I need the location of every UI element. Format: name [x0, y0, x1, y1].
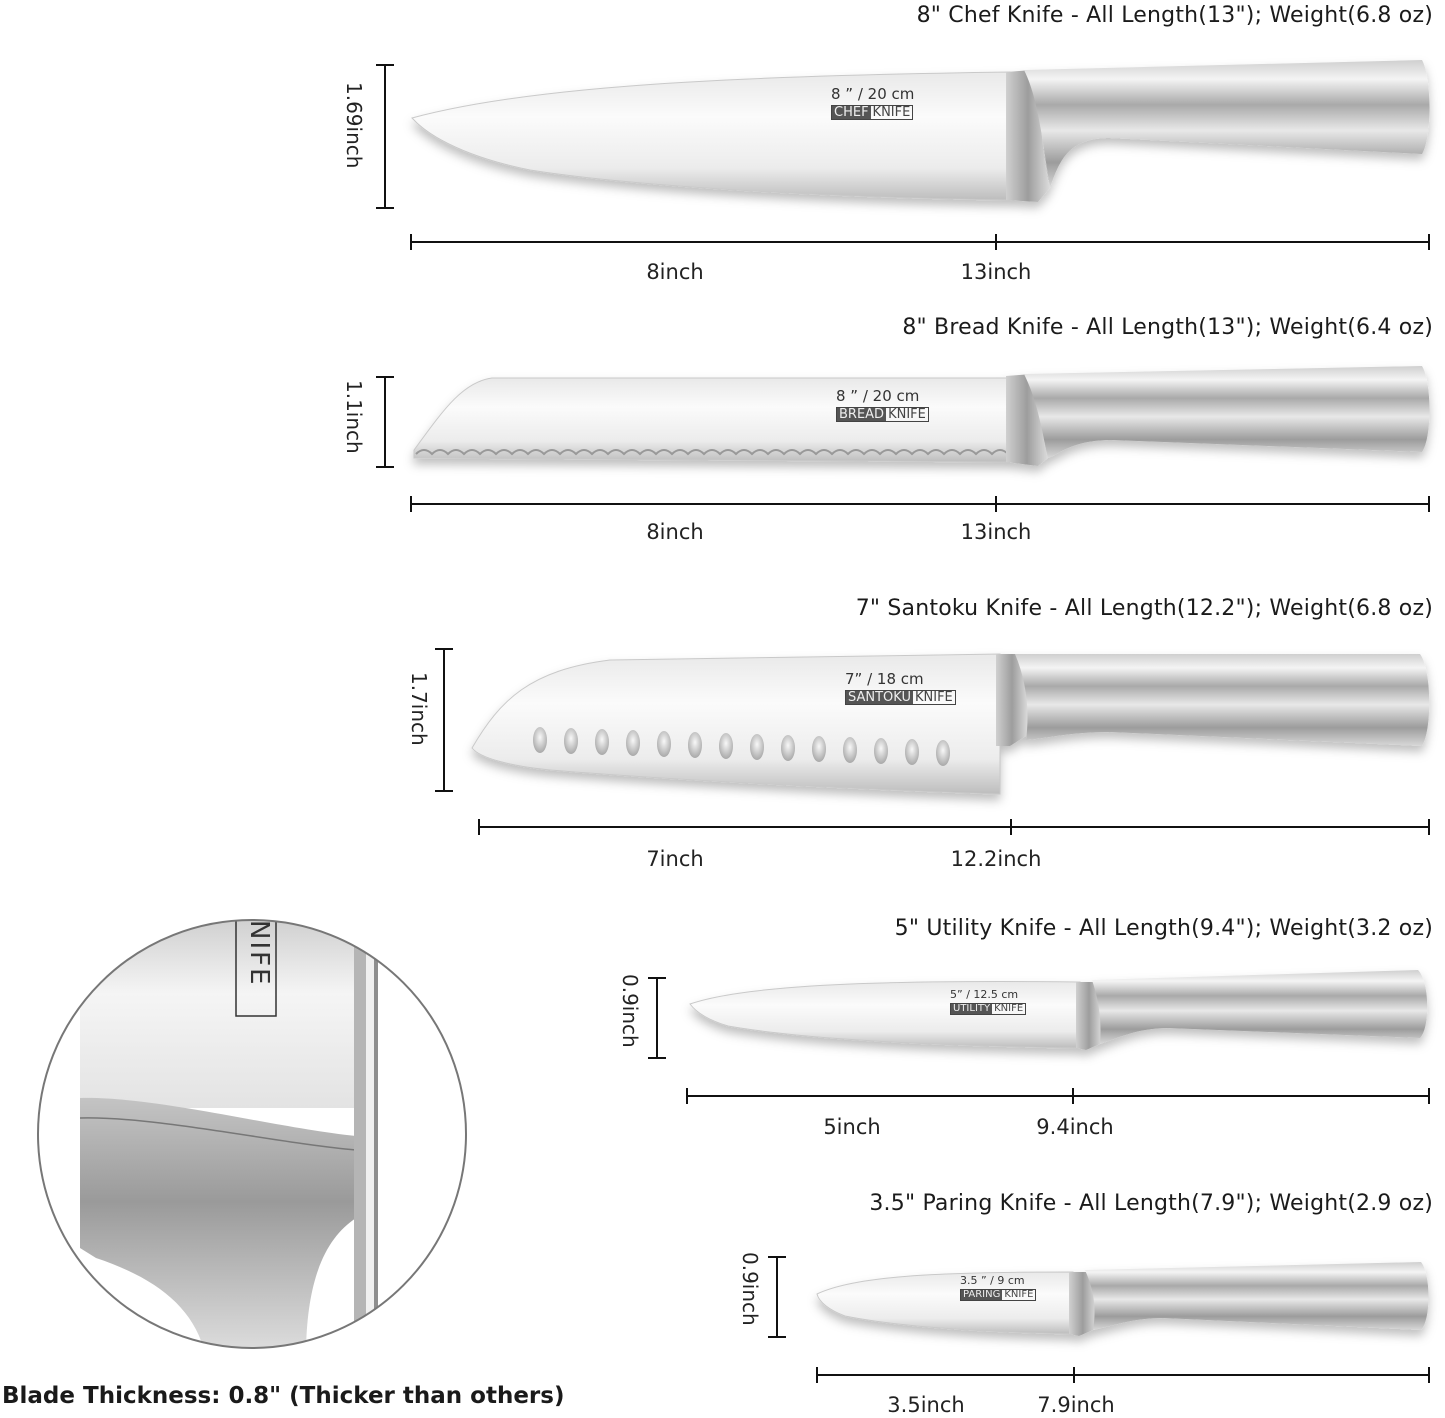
dimension-tick	[1428, 1367, 1430, 1383]
dimension-tick	[435, 648, 453, 650]
knife-title: 7" Santoku Knife - All Length(12.2"); We…	[855, 596, 1433, 621]
knife-title: 8" Bread Knife - All Length(13"); Weight…	[902, 315, 1433, 340]
dimension-tick	[995, 234, 997, 250]
knife-title: 5" Utility Knife - All Length(9.4"); Wei…	[894, 916, 1433, 941]
dimension-tick	[410, 234, 412, 250]
dimension-tick	[686, 1088, 688, 1104]
stamp-size: 5” / 12.5 cm	[950, 988, 1019, 1001]
total-length-label: 7.9inch	[1037, 1393, 1115, 1417]
stamp-type: UTILITY	[951, 1003, 993, 1014]
total-length-label: 12.2inch	[950, 847, 1042, 871]
stamp-size: 3.5 ” / 9 cm	[960, 1274, 1025, 1287]
height-label: 1.1inch	[342, 380, 366, 454]
height-dimension-line	[656, 977, 658, 1059]
paring-knife-image	[816, 1262, 1429, 1336]
dimension-tick	[376, 376, 394, 378]
height-label: 1.69inch	[342, 82, 366, 169]
stamp-type: SANTOKU	[846, 690, 913, 705]
dimension-tick	[376, 207, 394, 209]
knife-title: 8" Chef Knife - All Length(13"); Weight(…	[916, 3, 1433, 28]
blade-thickness-caption: Blade Thickness: 0.8" (Thicker than othe…	[2, 1383, 565, 1409]
stamp-size: 8 ” / 20 cm	[836, 387, 920, 405]
stamp-type: BREAD	[837, 407, 887, 422]
dimension-tick	[1428, 1088, 1430, 1104]
knife-title: 3.5" Paring Knife - All Length(7.9"); We…	[869, 1191, 1433, 1216]
dimension-tick	[435, 790, 453, 792]
height-label: 0.9inch	[738, 1252, 762, 1326]
blade-length-label: 8inch	[646, 260, 704, 284]
total-length-label: 13inch	[960, 260, 1032, 284]
stamp-type: PARING	[961, 1289, 1003, 1300]
dimension-tick	[376, 64, 394, 66]
stamp-knife: KNIFE	[872, 105, 911, 120]
height-dimension-line	[776, 1256, 778, 1338]
blade-length-label: 3.5inch	[887, 1393, 965, 1417]
blade-length-label: 8inch	[646, 520, 704, 544]
utility-knife-image	[689, 970, 1428, 1050]
height-dimension-line	[384, 64, 386, 209]
dimension-tick	[768, 1256, 786, 1258]
dimension-tick	[816, 1367, 818, 1383]
height-label: 0.9inch	[618, 974, 642, 1048]
height-dimension-line	[443, 648, 445, 792]
blade-length-label: 5inch	[823, 1115, 881, 1139]
length-dimension-line	[411, 503, 1430, 505]
dimension-tick	[648, 977, 666, 979]
blade-length-label: 7inch	[646, 847, 704, 871]
blade-closeup-image	[37, 919, 467, 1349]
stamp-knife: KNIFE	[914, 690, 953, 705]
length-dimension-line	[817, 1374, 1430, 1376]
blade-dimples	[533, 727, 950, 766]
dimension-tick	[1010, 819, 1012, 835]
stamp-size: 7” / 18 cm	[845, 670, 924, 688]
dimension-tick	[1072, 1088, 1074, 1104]
santoku-knife-image	[471, 653, 1430, 795]
height-dimension-line	[384, 376, 386, 468]
stamp-size: 8 ” / 20 cm	[831, 85, 915, 103]
total-length-label: 13inch	[960, 520, 1032, 544]
total-length-label: 9.4inch	[1036, 1115, 1114, 1139]
dimension-tick	[768, 1336, 786, 1338]
dimension-tick	[1428, 234, 1430, 250]
stamp-type: CHEF	[832, 105, 871, 120]
bread-knife-image	[413, 366, 1430, 466]
chef-knife-image	[411, 60, 1430, 202]
dimension-tick	[1428, 496, 1430, 512]
stamp-knife: KNIFE	[1004, 1289, 1034, 1300]
dimension-tick	[1073, 1367, 1075, 1383]
dimension-tick	[376, 466, 394, 468]
stamp-knife: KNIFE	[994, 1003, 1024, 1014]
dimension-tick	[1428, 819, 1430, 835]
height-label: 1.7inch	[407, 672, 431, 746]
dimension-tick	[995, 496, 997, 512]
dimension-tick	[648, 1057, 666, 1059]
length-dimension-line	[479, 826, 1430, 828]
length-dimension-line	[687, 1095, 1430, 1097]
dimension-tick	[478, 819, 480, 835]
stamp-fragment: NIFE	[244, 920, 274, 987]
stamp-knife: KNIFE	[888, 407, 926, 422]
length-dimension-line	[411, 241, 1430, 243]
dimension-tick	[410, 496, 412, 512]
